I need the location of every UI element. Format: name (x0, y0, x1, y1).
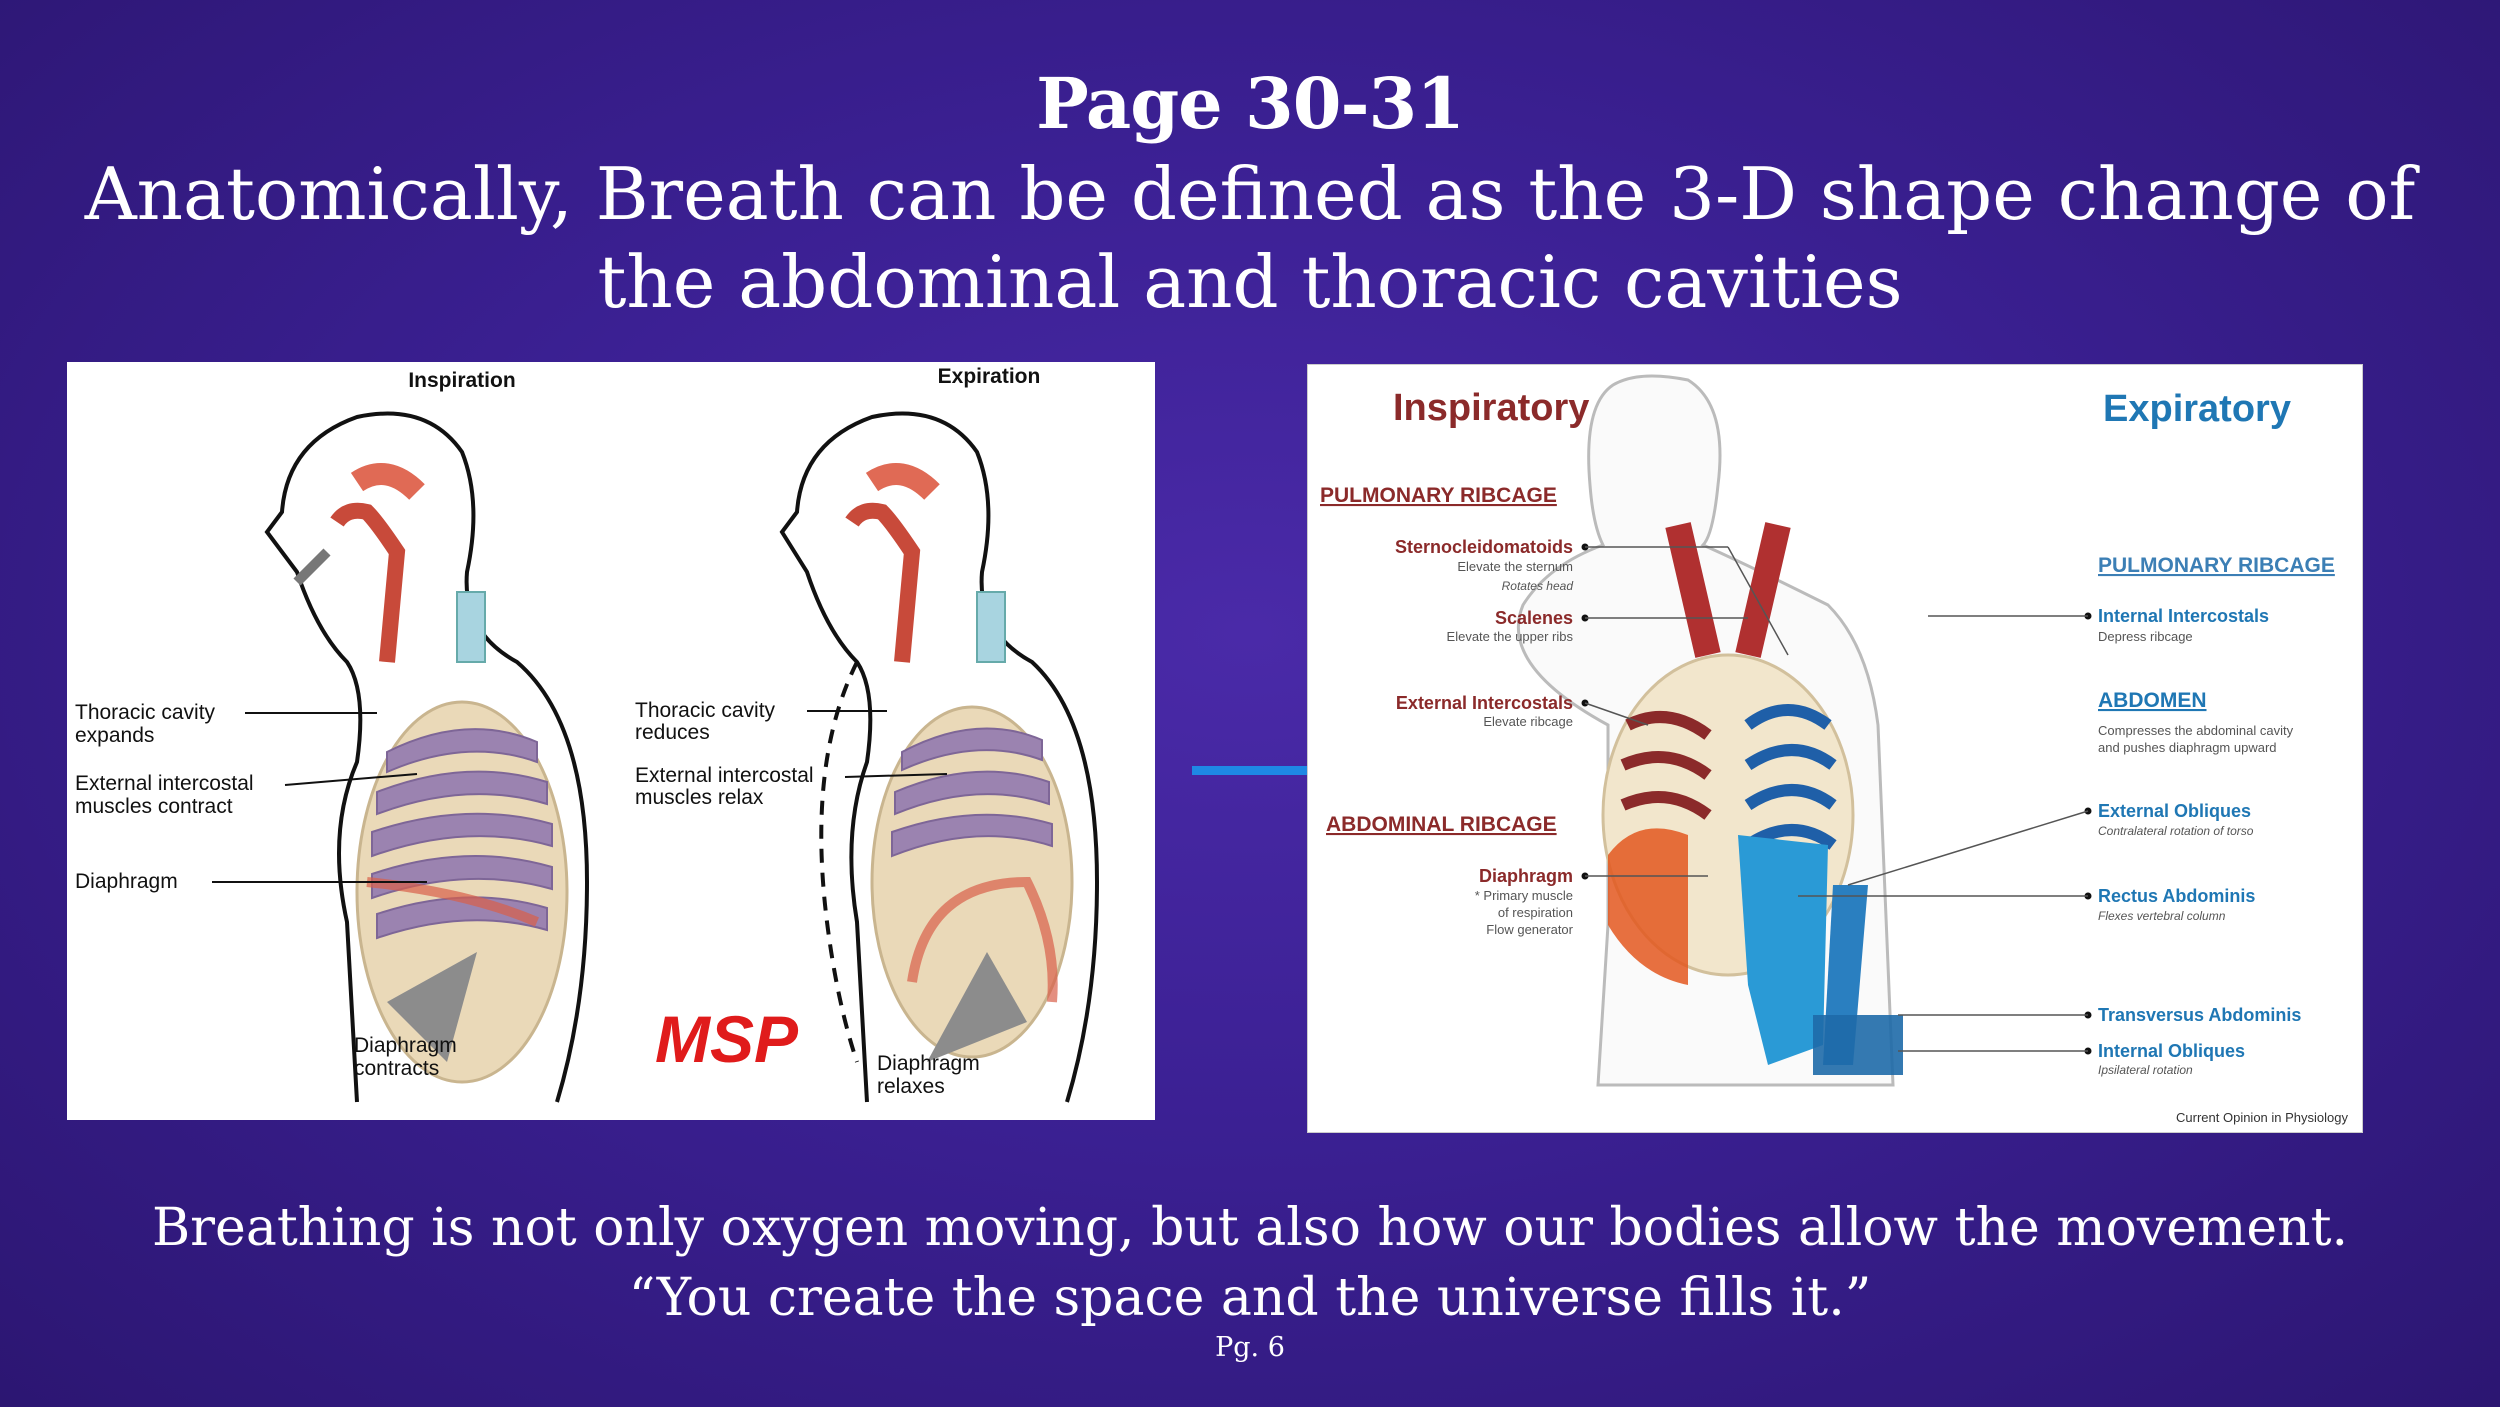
insp-intercostal-label-2: muscles contract (75, 795, 233, 818)
inspiration-heading: Inspiration (408, 369, 515, 392)
insp-intercostal-label: External intercostal (75, 772, 254, 795)
caption-line-1: Breathing is not only oxygen moving, but… (151, 1198, 2349, 1258)
torso-figure (1516, 374, 1903, 1087)
int-obliques-desc: Ipsilateral rotation (2098, 1063, 2193, 1077)
exp-intercostal-label: External intercostal (635, 764, 814, 787)
expiratory-heading: Expiratory (2103, 388, 2291, 430)
exp-intercostal-label-2: muscles relax (635, 786, 764, 809)
inspiration-figure (264, 411, 590, 1103)
exp-diaphragm-relaxes-label: Diaphragm (877, 1052, 980, 1075)
int-intercostals-label: Internal Intercostals (2098, 606, 2269, 626)
insp-diaphragm-contracts-label-2: contracts (354, 1057, 439, 1080)
int-obliques-label: Internal Obliques (2098, 1041, 2245, 1061)
page-title: Page 30-31 (1036, 62, 1465, 145)
scalenes-desc: Elevate the upper ribs (1447, 629, 1574, 644)
leader-line (844, 773, 948, 778)
ext-obliques-label: External Obliques (2098, 801, 2251, 821)
diaphragm-desc-3: Flow generator (1486, 922, 1573, 937)
expiration-figure (779, 411, 1100, 1103)
abdomen-desc-2: and pushes diaphragm upward (2098, 740, 2277, 755)
breathing-diagram-image: Inspiration Expiration Thoracic cavity e… (67, 362, 1155, 1120)
inspiratory-heading: Inspiratory (1393, 387, 1589, 429)
scm-label: Sternocleidomatoids (1395, 537, 1573, 557)
caption-quote: “You create the space and the universe f… (628, 1268, 1872, 1328)
abdominal-ribcage-heading: ABDOMINAL RIBCAGE (1326, 813, 1557, 836)
pulmonary-ribcage-left-heading: PULMONARY RIBCAGE (1320, 484, 1557, 507)
insp-thoracic-label-2: expands (75, 724, 154, 747)
page-reference: Pg. 6 (1215, 1332, 1285, 1363)
scm-desc: Elevate the sternum (1457, 559, 1573, 574)
breathing-diagram-svg: Inspiration Expiration Thoracic cavity e… (75, 365, 1100, 1103)
int-intercostals-desc: Depress ribcage (2098, 629, 2193, 644)
ext-obliques-desc: Contralateral rotation of torso (2098, 824, 2254, 838)
abdomen-heading: ABDOMEN (2098, 689, 2207, 712)
diaphragm-desc: * Primary muscle (1475, 888, 1573, 903)
insp-diaphragm-label: Diaphragm (75, 870, 178, 893)
rectus-desc: Flexes vertebral column (2098, 909, 2226, 923)
respiratory-muscles-svg: Inspiratory Expiratory PULMONARY RIBCAGE… (1320, 374, 2348, 1125)
ext-intercostals-desc: Elevate ribcage (1483, 714, 1573, 729)
scalenes-label: Scalenes (1495, 608, 1573, 628)
insp-thoracic-label: Thoracic cavity (75, 701, 216, 724)
exp-thoracic-label-2: reduces (635, 721, 710, 744)
rectus-label: Rectus Abdominis (2098, 886, 2255, 906)
leader-line (284, 773, 418, 786)
diaphragm-desc-2: of respiration (1498, 905, 1573, 920)
expiration-heading: Expiration (938, 365, 1041, 388)
pulmonary-ribcage-right-heading: PULMONARY RIBCAGE (2098, 554, 2335, 577)
exp-thoracic-label: Thoracic cavity (635, 699, 776, 722)
diaphragm-label: Diaphragm (1479, 866, 1573, 886)
source-credit: Current Opinion in Physiology (2176, 1110, 2348, 1125)
connector-line (1192, 766, 1308, 775)
respiratory-muscles-image: Inspiratory Expiratory PULMONARY RIBCAGE… (1307, 364, 2363, 1133)
exp-diaphragm-relaxes-label-2: relaxes (877, 1075, 945, 1098)
slide-subtitle: Anatomically, Breath can be defined as t… (84, 152, 2416, 324)
insp-diaphragm-contracts-label: Diaphragm (354, 1034, 457, 1057)
abdomen-desc: Compresses the abdominal cavity (2098, 723, 2294, 738)
scm-desc-2: Rotates head (1502, 579, 1574, 593)
ext-intercostals-label: External Intercostals (1396, 693, 1573, 713)
msp-logo: MSP (655, 1002, 799, 1076)
transversus-label: Transversus Abdominis (2098, 1005, 2301, 1025)
